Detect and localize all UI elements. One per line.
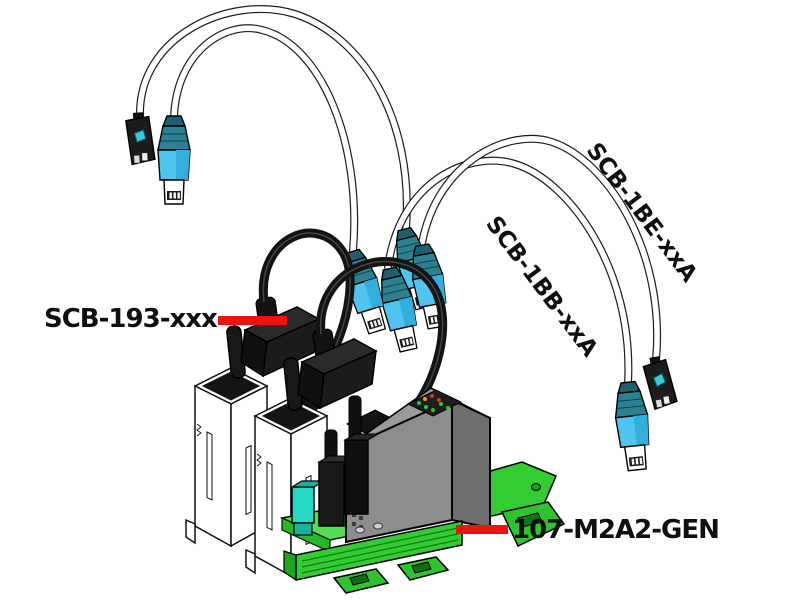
status-led-label bbox=[406, 389, 463, 417]
terminal-block-teal bbox=[289, 480, 327, 536]
dsub-cable-2 bbox=[316, 257, 448, 411]
cable-connector-black-top-left bbox=[124, 111, 156, 166]
cable-assembly-right bbox=[384, 134, 662, 387]
cable-connector-blue-top-left bbox=[157, 115, 191, 205]
bracket-screw-hole-small bbox=[531, 483, 541, 491]
interface-module-gray bbox=[345, 387, 491, 544]
callout-label-scb-193: SCB-193-xxx bbox=[44, 304, 218, 334]
cable-assembly-left bbox=[135, 5, 411, 255]
dsub-cable-1 bbox=[258, 228, 355, 367]
callout-label-107-m2a2: 107-M2A2-GEN bbox=[512, 515, 720, 545]
dsub-connector-2 bbox=[283, 328, 378, 411]
din-rail-front bbox=[283, 520, 463, 582]
base-screws bbox=[355, 522, 383, 534]
leader-line-m2a2 bbox=[456, 525, 508, 534]
terminal-block-black-2 bbox=[343, 395, 380, 515]
cable-connector-black-bottom-right bbox=[641, 354, 679, 411]
din-rail-feet bbox=[332, 556, 450, 594]
cable-connector-blue-bottom-right bbox=[611, 379, 654, 473]
terminal-block-black-1 bbox=[317, 429, 356, 527]
leader-line-scb193 bbox=[218, 316, 287, 325]
